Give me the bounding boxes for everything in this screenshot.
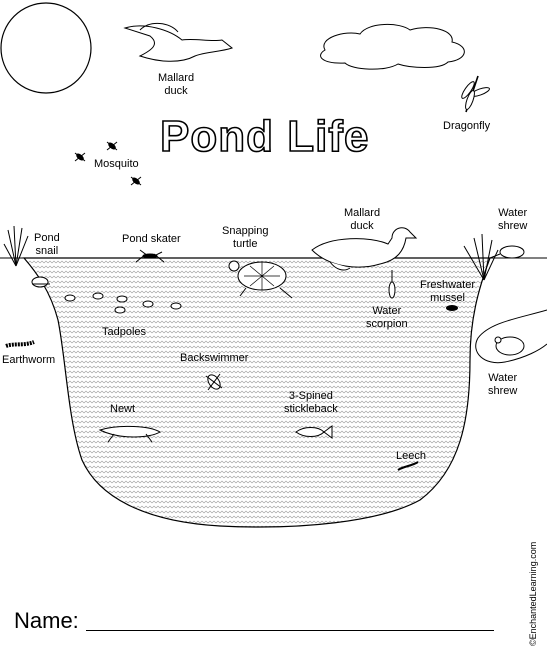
backswimmer bbox=[205, 373, 223, 391]
label-backswimmer: Backswimmer bbox=[180, 352, 249, 364]
water-shrew-surface bbox=[489, 245, 525, 259]
mallard-duck-flying bbox=[123, 23, 234, 62]
name-input-line[interactable] bbox=[86, 630, 494, 631]
label-dragonfly: Dragonfly bbox=[443, 120, 491, 132]
label-newt: Newt bbox=[110, 403, 136, 415]
dragonfly bbox=[461, 75, 490, 113]
newt bbox=[98, 425, 161, 443]
cloud bbox=[320, 24, 465, 70]
pond-snail bbox=[31, 276, 50, 288]
label-water-shrew-right: Water shrew bbox=[488, 372, 518, 397]
label-snapping-turtle: Snapping turtle bbox=[222, 225, 269, 250]
stickleback bbox=[295, 425, 333, 439]
water-shrew-bubble bbox=[475, 309, 547, 364]
label-mallard-duck-sky: Mallard duck bbox=[158, 72, 195, 97]
label-pond-skater: Pond skater bbox=[122, 233, 181, 245]
label-freshwater-mussel: Freshwater mussel bbox=[420, 279, 476, 304]
leech bbox=[397, 461, 419, 471]
mosquitoes bbox=[74, 141, 142, 186]
label-pond-snail: Pond snail bbox=[34, 232, 60, 257]
freshwater-mussel bbox=[446, 305, 458, 311]
mallard-duck-swimming bbox=[311, 227, 418, 271]
label-tadpoles: Tadpoles bbox=[102, 326, 147, 338]
label-earthworm: Earthworm bbox=[2, 354, 56, 366]
label-mosquito: Mosquito bbox=[94, 158, 139, 170]
reeds-left bbox=[3, 225, 29, 267]
label-leech: Leech bbox=[396, 450, 426, 462]
pond-skater bbox=[135, 249, 165, 263]
label-water-scorpion: Water scorpion bbox=[366, 305, 408, 330]
label-stickleback: 3-Spined stickleback bbox=[284, 390, 338, 415]
page-title: Pond Life bbox=[159, 111, 370, 162]
reeds-right bbox=[463, 233, 499, 281]
snapping-turtle bbox=[228, 260, 293, 299]
pond-water bbox=[22, 257, 491, 528]
earthworm bbox=[5, 340, 35, 348]
copyright-credit: ©EnchantedLearning.com bbox=[528, 541, 538, 646]
name-label: Name: bbox=[14, 608, 79, 633]
tadpoles bbox=[64, 292, 182, 314]
label-mallard-duck-water: Mallard duck bbox=[344, 207, 381, 232]
sun bbox=[0, 2, 92, 94]
label-water-shrew-top: Water shrew bbox=[498, 207, 528, 232]
water-scorpion bbox=[388, 270, 396, 299]
